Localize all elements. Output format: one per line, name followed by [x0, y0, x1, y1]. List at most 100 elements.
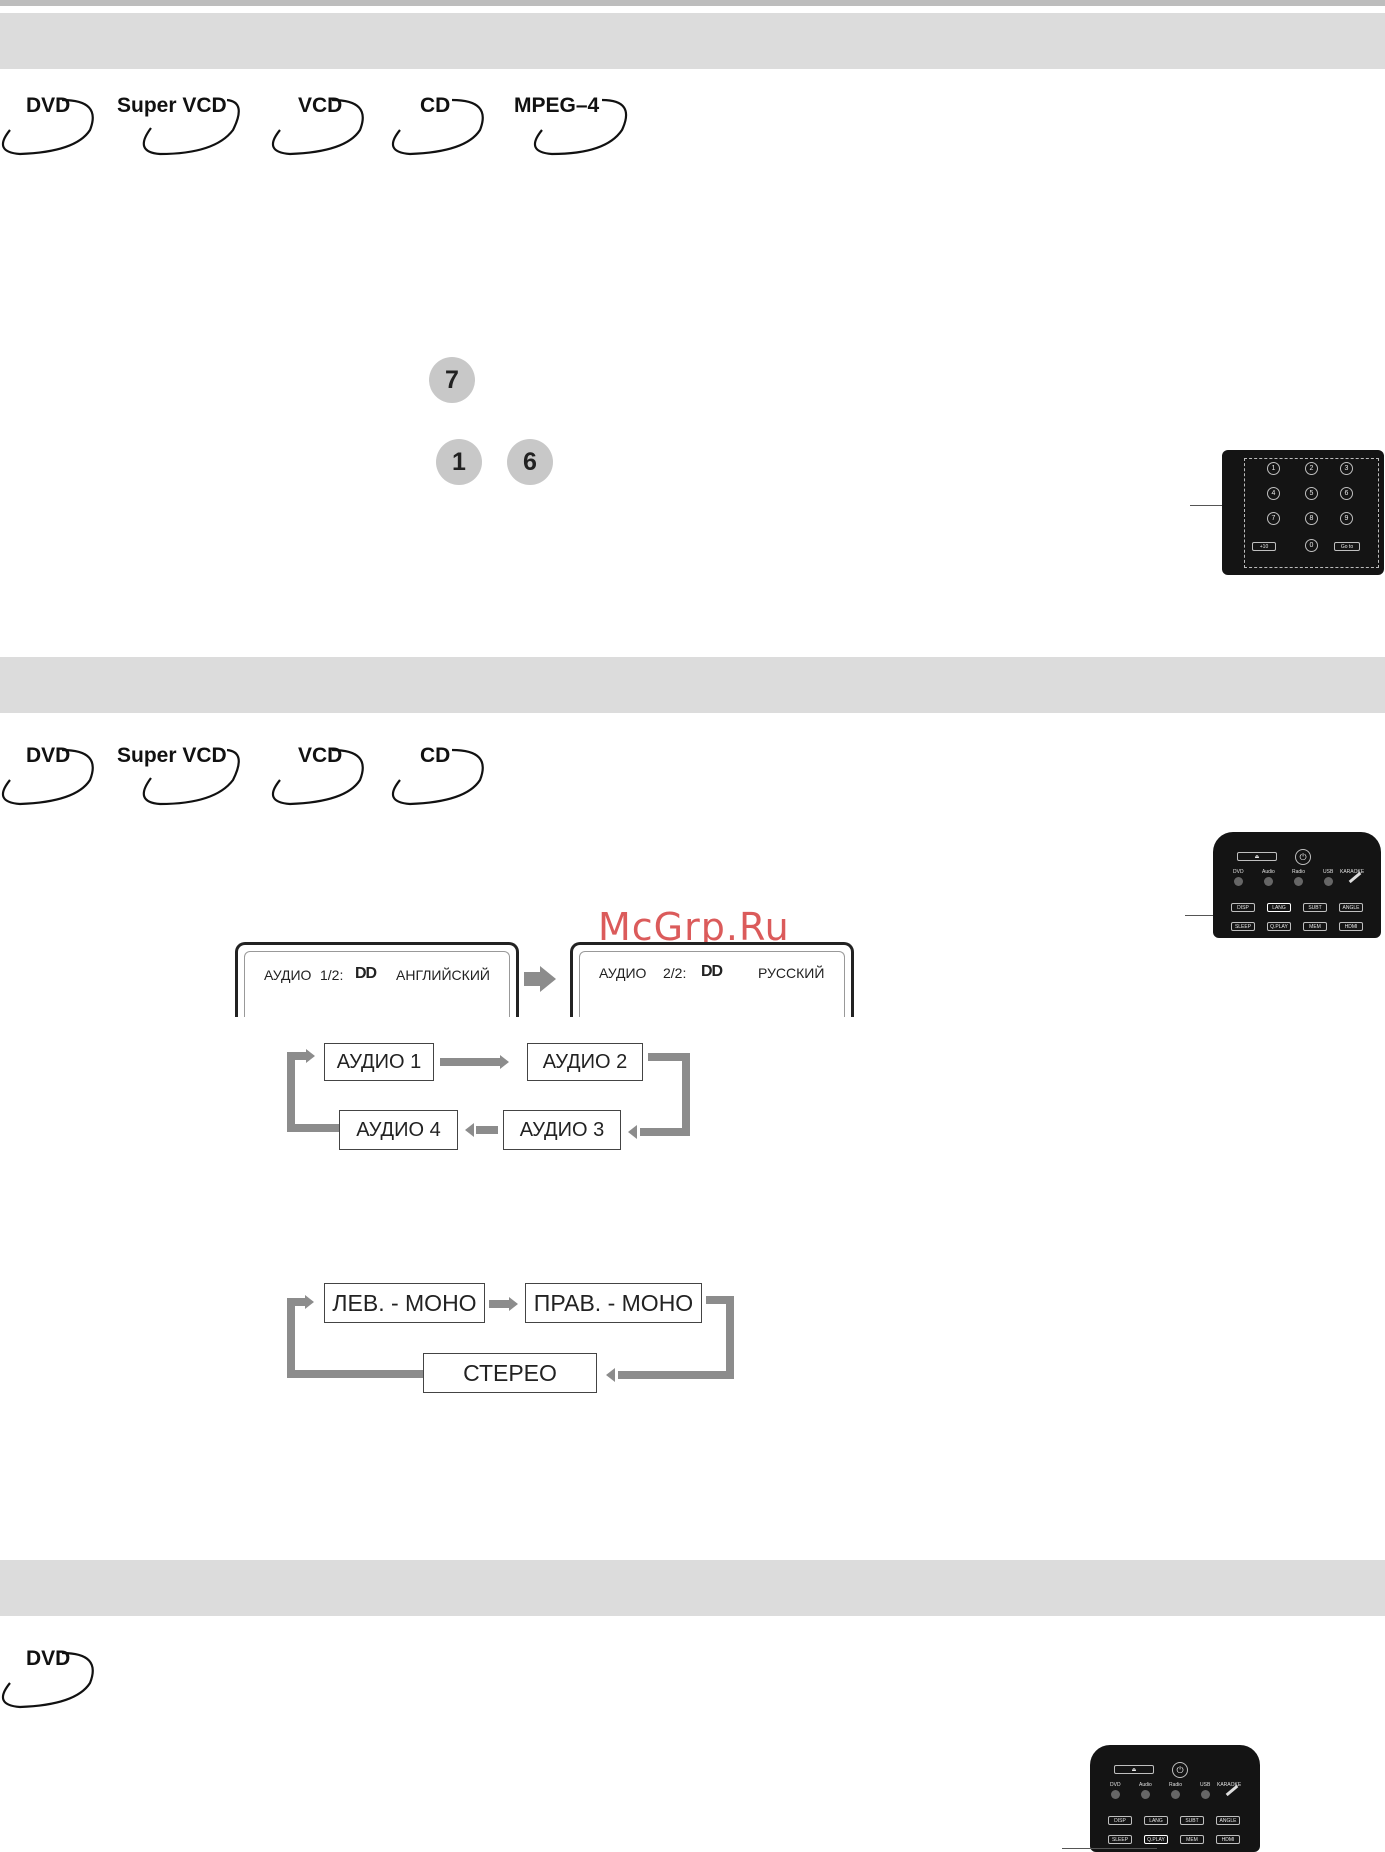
osd-track-number: 1/2: [320, 967, 344, 983]
disc-badge-vcd: VCD [270, 742, 375, 812]
callout-line [1190, 505, 1240, 506]
osd-screen-inner [579, 951, 845, 1017]
disc-badge-super-vcd: Super VCD [115, 92, 245, 162]
disc-badge-cd: CD [390, 742, 495, 812]
remote-key-plus10: +10 [1252, 542, 1276, 551]
arrow-left-icon [606, 1368, 615, 1382]
osd-track-number: 2/2: [663, 965, 687, 981]
remote-key-subt: SUBT [1180, 1816, 1204, 1825]
section-header-band-3 [0, 1560, 1385, 1616]
cycle-flow-line [287, 1370, 424, 1378]
arrow-left-icon [628, 1125, 637, 1139]
remote-function-image-2: ⏏ ⏻ DVD Audio Radio USB KARAOKE DISP LAN… [1090, 1745, 1260, 1852]
cycle-flow-line [618, 1371, 734, 1379]
cycle-flow-line [287, 1298, 295, 1378]
disc-badge-cd: CD [390, 92, 495, 162]
audio-channel-3: АУДИО 3 [503, 1110, 621, 1150]
remote-key-disp: DISP [1108, 1816, 1132, 1825]
remote-key-2: 2 [1305, 462, 1318, 475]
mode-label-usb: USB [1323, 869, 1334, 875]
mode-label-radio: Radio [1169, 1782, 1183, 1788]
mode-dot [1324, 877, 1333, 886]
cycle-flow-line [287, 1124, 340, 1132]
disc-badge-mpeg4: MPEG–4 [512, 92, 632, 162]
section-header-band-1 [0, 13, 1385, 69]
mode-label-karaoke: KARAOKE [1340, 869, 1365, 875]
remote-key-hdmi: HDMI [1339, 922, 1363, 931]
arrow-right-icon [306, 1049, 315, 1063]
remote-key-lang: LANG [1267, 903, 1291, 912]
remote-key-9: 9 [1340, 512, 1353, 525]
cycle-flow-line [706, 1296, 734, 1304]
remote-key-7: 7 [1267, 512, 1280, 525]
audio-channel-2: АУДИО 2 [527, 1043, 643, 1081]
left-mono-mode: ЛЕВ. - МОНО [324, 1283, 485, 1323]
stereo-mode: СТЕРЕО [423, 1353, 597, 1393]
remote-key-6: 6 [1340, 487, 1353, 500]
osd-language: АНГЛИЙСКИЙ [396, 967, 490, 983]
number-key-7: 7 [429, 357, 475, 403]
osd-screen-1: АУДИО 1/2: DD АНГЛИЙСКИЙ [235, 942, 519, 1017]
eject-button-icon: ⏏ [1237, 852, 1277, 861]
remote-function-image: ⏏ ⏻ DVD Audio Radio USB KARAOKE DISP LAN… [1213, 832, 1381, 938]
remote-key-mem: MEM [1180, 1835, 1204, 1844]
disc-badge-dvd: DVD [0, 1645, 105, 1715]
cycle-flow-line [640, 1128, 690, 1136]
cycle-flow-line [287, 1052, 295, 1132]
remote-key-angle: ANGLE [1216, 1816, 1240, 1825]
mode-label-dvd: DVD [1233, 869, 1244, 875]
remote-key-lang: LANG [1144, 1816, 1168, 1825]
watermark: McGrp.Ru [598, 905, 790, 949]
remote-key-disp: DISP [1231, 903, 1255, 912]
number-key-6: 6 [507, 439, 553, 485]
remote-numpad-image: 1 2 3 4 5 6 7 8 9 +10 0 Go to [1222, 450, 1384, 575]
mode-label-audio: Audio [1262, 869, 1275, 875]
top-rule [0, 0, 1385, 6]
cycle-flow-line [726, 1296, 734, 1379]
remote-key-sleep: SLEEP [1231, 922, 1255, 931]
eject-button-icon: ⏏ [1114, 1765, 1154, 1774]
disc-badges-row-2: DVD Super VCD VCD CD [0, 742, 520, 812]
cycle-flow-line [648, 1053, 690, 1061]
cycle-flow-line [476, 1126, 498, 1134]
osd-screen-2: АУДИО 2/2: DD РУССКИЙ [570, 942, 854, 1017]
disc-badge-dvd: DVD [0, 742, 105, 812]
osd-audio-label: АУДИО [599, 965, 647, 981]
disc-badges-row-1: DVD Super VCD VCD CD MPEG–4 [0, 92, 640, 162]
remote-key-4: 4 [1267, 487, 1280, 500]
mode-dot [1234, 877, 1243, 886]
remote-key-angle: ANGLE [1339, 903, 1363, 912]
disc-badge-super-vcd: Super VCD [115, 742, 245, 812]
arrow-right-icon [305, 1295, 314, 1309]
remote-key-subt: SUBT [1303, 903, 1327, 912]
callout-line [1062, 1848, 1157, 1849]
mode-label-radio: Radio [1292, 869, 1306, 875]
disc-badges-row-3: DVD [0, 1645, 120, 1715]
remote-key-0: 0 [1305, 539, 1318, 552]
remote-key-mem: MEM [1303, 922, 1327, 931]
numpad-highlight [1244, 458, 1379, 568]
remote-key-8: 8 [1305, 512, 1318, 525]
cycle-flow-line [440, 1058, 500, 1066]
power-button-icon: ⏻ [1295, 849, 1311, 865]
remote-key-qplay: Q.PLAY [1267, 922, 1291, 931]
audio-channel-4: АУДИО 4 [339, 1110, 458, 1150]
right-mono-mode: ПРАВ. - МОНО [525, 1283, 702, 1323]
osd-audio-label: АУДИО [264, 967, 312, 983]
disc-badge-vcd: VCD [270, 92, 375, 162]
mode-dot [1111, 1790, 1120, 1799]
mode-label-karaoke: KARAOKE [1217, 1782, 1242, 1788]
mode-label-dvd: DVD [1110, 1782, 1121, 1788]
mode-dot [1171, 1790, 1180, 1799]
mode-dot [1294, 877, 1303, 886]
screen-transition-arrow-shaft [524, 972, 540, 986]
screen-transition-arrow-icon [540, 966, 556, 992]
mode-dot [1141, 1790, 1150, 1799]
power-button-icon: ⏻ [1172, 1762, 1188, 1778]
section-header-band-2 [0, 657, 1385, 713]
cycle-flow-line [489, 1300, 509, 1308]
osd-language: РУССКИЙ [758, 965, 825, 981]
osd-screen-inner [244, 951, 510, 1017]
cycle-flow-line [287, 1298, 305, 1306]
arrow-right-icon [500, 1055, 509, 1069]
